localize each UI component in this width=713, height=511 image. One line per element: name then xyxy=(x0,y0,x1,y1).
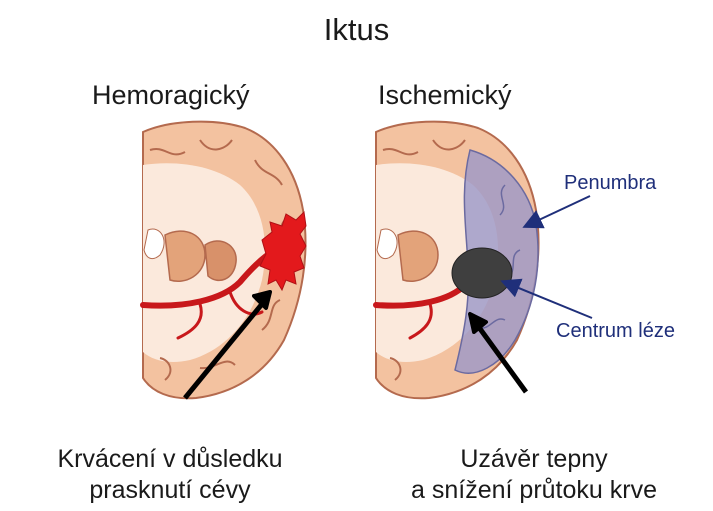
caption-ischemic: Uzávěr tepny a snížení průtoku krve xyxy=(366,444,702,506)
caption-ischemic-line1: Uzávěr tepny xyxy=(366,444,702,475)
label-penumbra: Penumbra xyxy=(564,172,656,195)
caption-ischemic-line2: a snížení průtoku krve xyxy=(366,475,702,506)
label-lesion-core: Centrum léze xyxy=(556,320,675,343)
lesion-core xyxy=(452,248,512,298)
caption-hemorrhagic-line2: prasknutí cévy xyxy=(8,475,332,506)
caption-hemorrhagic-line1: Krvácení v důsledku xyxy=(8,444,332,475)
caption-hemorrhagic: Krvácení v důsledku prasknutí cévy xyxy=(8,444,332,506)
